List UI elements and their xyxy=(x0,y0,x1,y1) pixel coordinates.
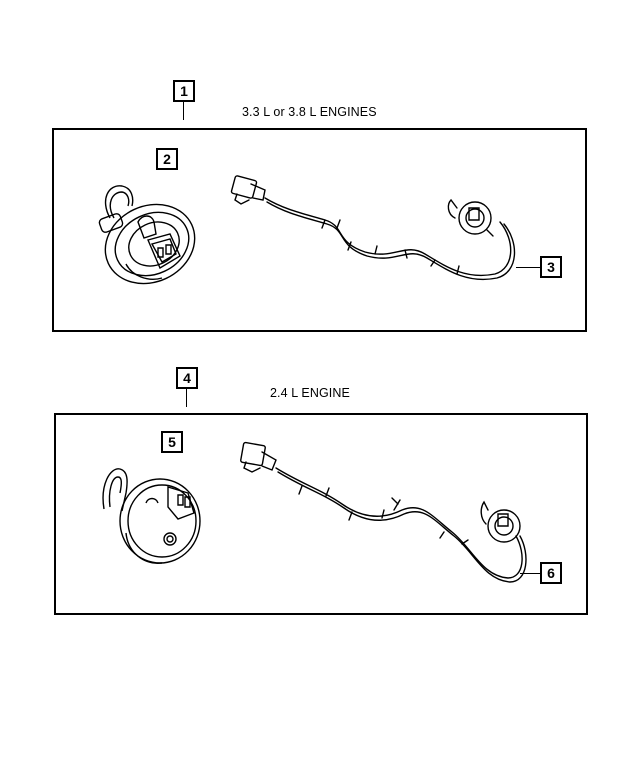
callout-4: 4 xyxy=(176,367,198,389)
section-2-heading: 2.4 L ENGINE xyxy=(270,386,350,400)
callout-6: 6 xyxy=(540,562,562,584)
section-2-frame xyxy=(54,413,588,615)
callout-2: 2 xyxy=(156,148,178,170)
callout-4-leader xyxy=(186,389,187,407)
section-1-frame xyxy=(52,128,587,332)
wiring-harness-icon xyxy=(225,170,525,290)
callout-3: 3 xyxy=(540,256,562,278)
callout-6-leader xyxy=(520,573,540,574)
wheel-speed-sensor-icon xyxy=(92,178,202,290)
callout-5: 5 xyxy=(161,431,183,453)
wheel-speed-sensor-icon xyxy=(98,463,210,571)
wiring-harness-icon xyxy=(232,436,532,594)
section-1-heading: 3.3 L or 3.8 L ENGINES xyxy=(242,105,377,119)
callout-1: 1 xyxy=(173,80,195,102)
callout-3-leader xyxy=(516,267,540,268)
callout-1-leader xyxy=(183,102,184,120)
